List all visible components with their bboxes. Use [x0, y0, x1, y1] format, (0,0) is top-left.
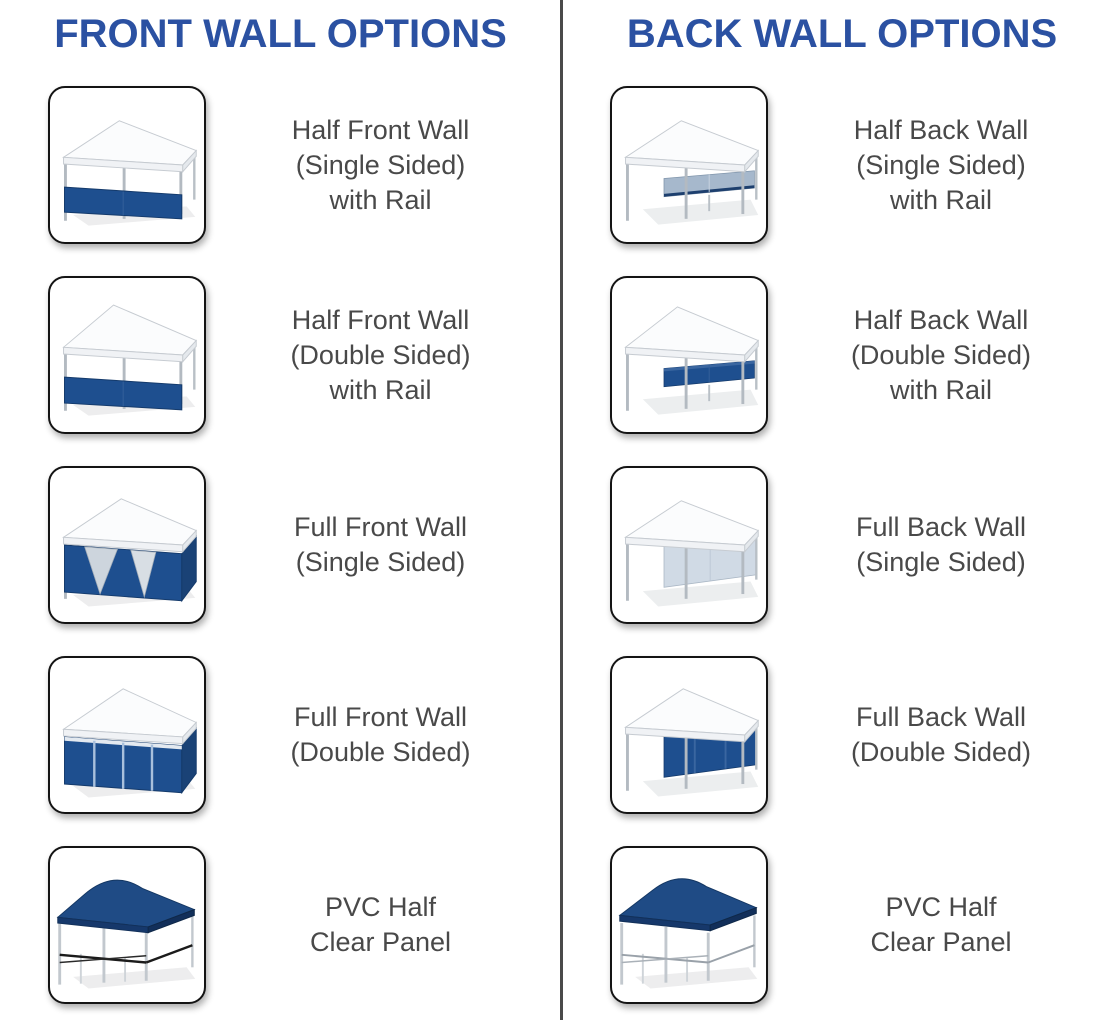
tent-half-front-wall-single-icon: [62, 120, 198, 226]
option-card-half-front-wall-double[interactable]: [48, 276, 206, 434]
back-wall-options-title: BACK WALL OPTIONS: [626, 12, 1058, 56]
option-card-half-back-wall-double[interactable]: [610, 276, 768, 434]
option-label: PVC Half Clear Panel: [870, 892, 1012, 957]
option-row-pvc-half-clear-panel-front: PVC Half Clear Panel: [0, 830, 561, 1020]
tent-half-front-wall-double-icon: [62, 304, 198, 416]
column-divider: [560, 0, 563, 1020]
tent-full-front-wall-single-icon: [62, 498, 198, 607]
option-label: Half Front Wall (Single Sided) with Rail: [291, 114, 470, 215]
option-label: Full Back Wall (Single Sided): [855, 512, 1027, 577]
option-card-half-back-wall-single[interactable]: [610, 86, 768, 244]
option-row-half-front-wall-double: Half Front Wall (Double Sided) with Rail: [0, 260, 561, 450]
option-row-full-front-wall-single: Full Front Wall (Single Sided): [0, 450, 561, 640]
tent-full-front-wall-double-icon: [62, 688, 198, 798]
option-row-half-back-wall-double: Half Back Wall (Double Sided) with Rail: [564, 260, 1120, 450]
option-label: Full Back Wall (Double Sided): [850, 702, 1032, 767]
option-row-full-back-wall-double: Full Back Wall (Double Sided): [564, 640, 1120, 830]
front-wall-options-title: FRONT WALL OPTIONS: [54, 12, 507, 56]
option-card-pvc-half-clear-panel-back[interactable]: [610, 846, 768, 1004]
option-card-full-back-wall-double[interactable]: [610, 656, 768, 814]
option-card-full-back-wall-single[interactable]: [610, 466, 768, 624]
option-row-half-front-wall-single: Half Front Wall (Single Sided) with Rail: [0, 70, 561, 260]
tent-pvc-half-clear-panel-front-icon: [56, 879, 196, 989]
front-wall-column: FRONT WALL OPTIONS: [0, 12, 561, 1020]
tent-half-back-wall-single-icon: [624, 120, 760, 225]
tent-half-back-wall-double-icon: [624, 306, 760, 415]
front-wall-rows: Half Front Wall (Single Sided) with Rail: [0, 70, 561, 1020]
option-card-half-front-wall-single[interactable]: [48, 86, 206, 244]
option-label: Half Back Wall (Double Sided) with Rail: [850, 304, 1032, 405]
option-card-full-front-wall-single[interactable]: [48, 466, 206, 624]
option-row-half-back-wall-single: Half Back Wall (Single Sided) with Rail: [564, 70, 1120, 260]
option-label: Half Front Wall (Double Sided) with Rail: [290, 304, 471, 405]
tent-full-back-wall-double-icon: [624, 688, 760, 797]
tent-full-back-wall-single-icon: [624, 500, 760, 607]
back-wall-rows: Half Back Wall (Single Sided) with Rail: [564, 70, 1120, 1020]
option-label: Full Front Wall (Single Sided): [293, 512, 468, 577]
back-wall-column: BACK WALL OPTIONS: [564, 0, 1120, 1020]
option-card-full-front-wall-double[interactable]: [48, 656, 206, 814]
option-card-pvc-half-clear-panel-front[interactable]: [48, 846, 206, 1004]
option-row-full-front-wall-double: Full Front Wall (Double Sided): [0, 640, 561, 830]
option-row-pvc-half-clear-panel-back: PVC Half Clear Panel: [564, 830, 1120, 1020]
option-label: Half Back Wall (Single Sided) with Rail: [853, 114, 1029, 215]
option-row-full-back-wall-single: Full Back Wall (Single Sided): [564, 450, 1120, 640]
option-label: PVC Half Clear Panel: [309, 892, 452, 957]
option-label: Full Front Wall (Double Sided): [290, 702, 471, 767]
tent-pvc-half-clear-panel-back-icon: [618, 878, 758, 989]
